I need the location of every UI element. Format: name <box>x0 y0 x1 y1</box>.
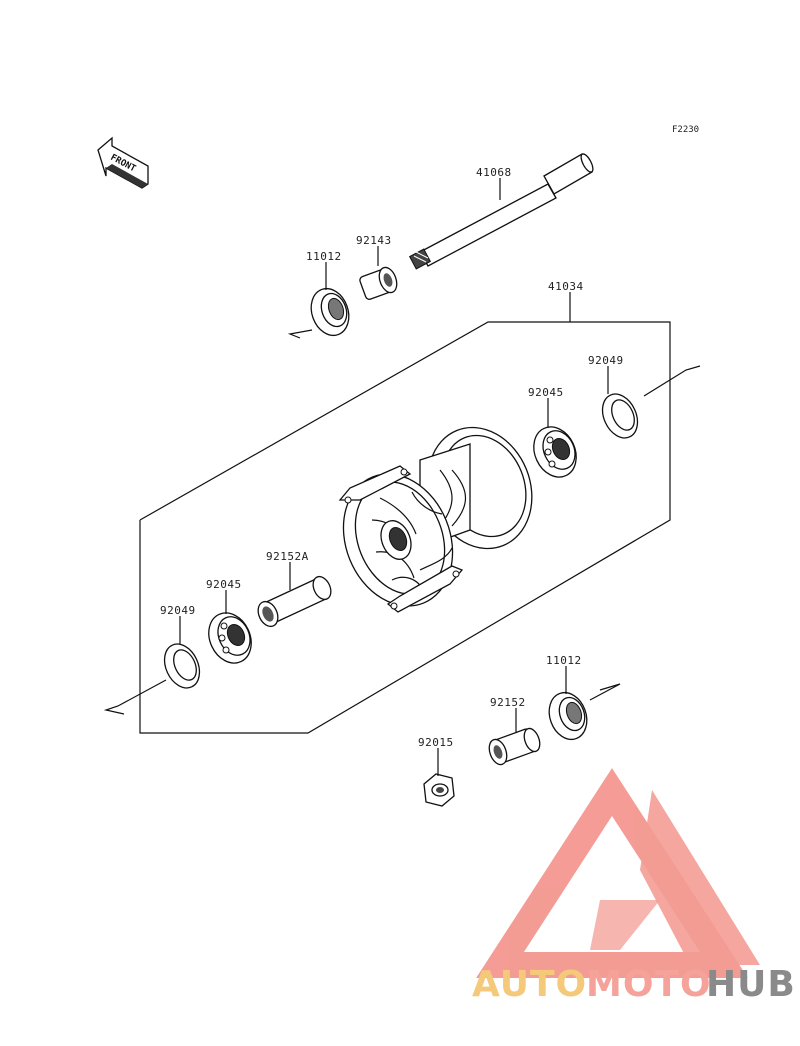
collar-92152A <box>257 575 332 628</box>
label-41068: 41068 <box>476 166 512 179</box>
label-11012-top: 11012 <box>306 250 342 263</box>
axis-line-right <box>643 365 701 397</box>
label-92152: 92152 <box>490 696 526 709</box>
wordmark-moto: MOTO <box>586 964 712 1005</box>
label-92045-right: 92045 <box>528 386 564 399</box>
wordmark-hub: HUB <box>706 964 796 1005</box>
seal-11012-bottom <box>548 691 588 741</box>
assembly-bracket-upper <box>139 321 671 734</box>
label-92049-right: 92049 <box>588 354 624 367</box>
label-92049-left: 92049 <box>160 604 196 617</box>
axis-line-top-left <box>287 329 313 339</box>
bearing-92045-left <box>208 612 252 664</box>
axis-line-bottom-right <box>589 683 621 701</box>
wheel-hub-41034 <box>338 426 533 613</box>
seal-92049-left <box>163 643 201 689</box>
seal-11012-top <box>310 287 350 337</box>
label-41034: 41034 <box>548 280 584 293</box>
label-92143: 92143 <box>356 234 392 247</box>
collar-92152 <box>488 727 541 766</box>
bearing-92045-right <box>533 426 577 478</box>
nut-92015 <box>423 773 455 807</box>
label-92015: 92015 <box>418 736 454 749</box>
collar-92143 <box>359 266 398 300</box>
label-11012-bottom: 11012 <box>546 654 582 667</box>
front-arrow-icon: FRONT <box>97 136 149 189</box>
automotohub-wordmark: AUTO MOTO HUB <box>472 964 796 1005</box>
wordmark-auto: AUTO <box>472 964 587 1005</box>
figure-code: F2230 <box>672 125 699 135</box>
seal-92049-right <box>601 393 639 439</box>
automotohub-logo-watermark <box>476 768 760 978</box>
label-92152A: 92152A <box>266 550 309 563</box>
axis-line-left <box>103 679 167 715</box>
axle-41068 <box>408 153 594 270</box>
label-92045-left: 92045 <box>206 578 242 591</box>
